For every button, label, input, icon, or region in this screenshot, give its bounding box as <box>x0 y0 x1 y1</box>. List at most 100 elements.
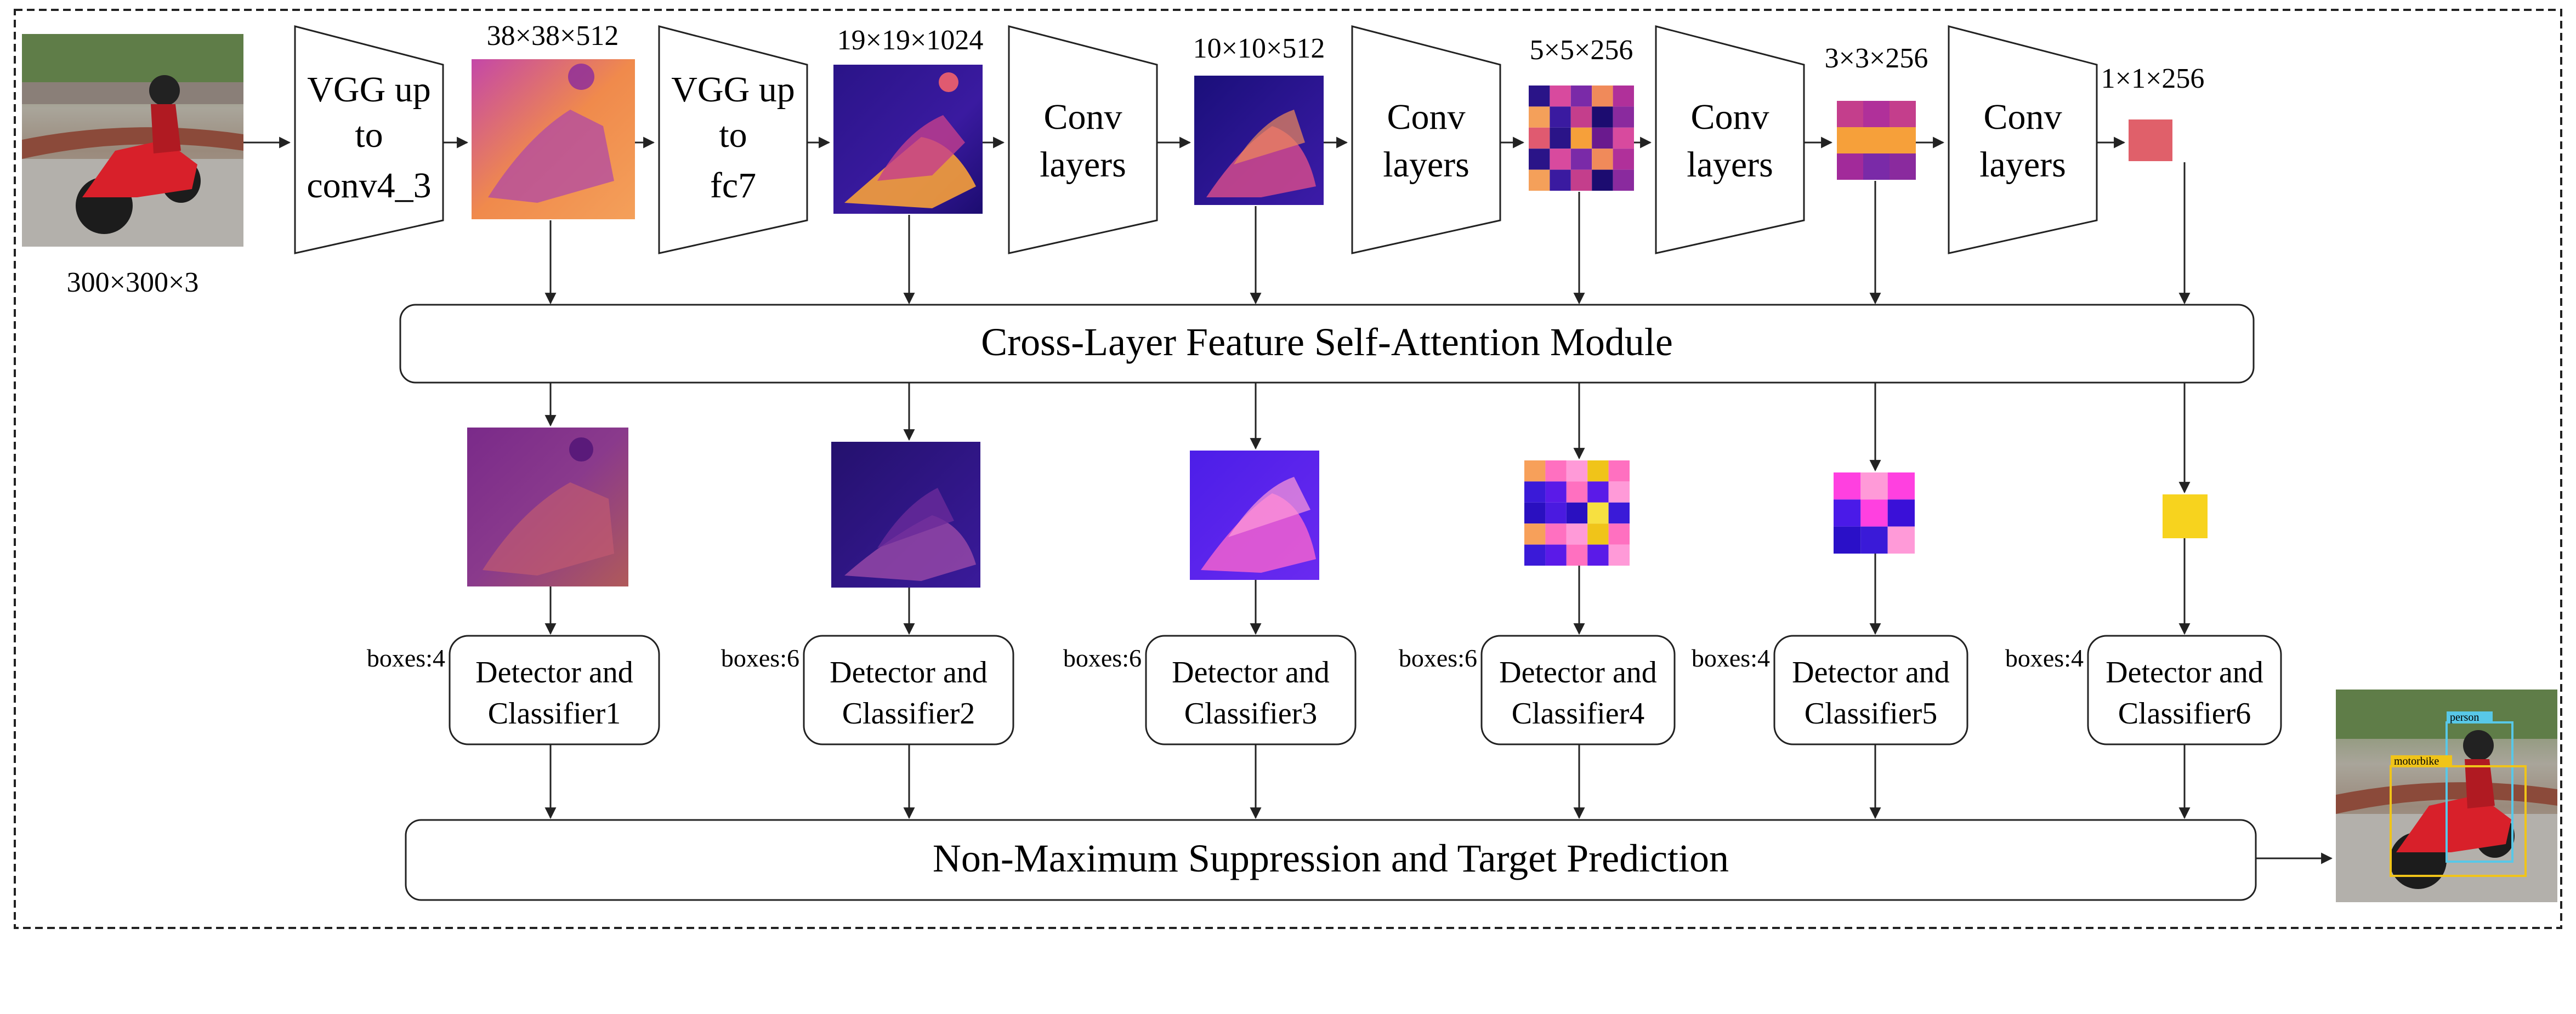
at4-cell <box>1524 460 1546 482</box>
fm4-cell <box>1529 127 1550 149</box>
vgg-fc7-block <box>658 25 808 254</box>
at5-cell <box>1887 472 1915 500</box>
attention-to-map-arrows <box>544 383 2191 494</box>
conv-block-2-line2: layers <box>1383 145 1469 185</box>
conv-block-4-line2: layers <box>1979 145 2066 185</box>
person-tag <box>2447 711 2493 724</box>
vgg-conv4-line1: VGG up <box>307 70 431 110</box>
at4-cell <box>1608 481 1630 503</box>
at4-cell <box>1608 523 1630 545</box>
detector-3-line1: Detector and <box>1172 656 1330 690</box>
attention-module <box>399 304 2255 384</box>
at4-cell <box>1608 460 1630 482</box>
fm4-cell <box>1592 169 1613 191</box>
feature-to-attention-arrows <box>544 162 2191 305</box>
vgg-fc7-line2: to <box>719 115 747 155</box>
fm5-cell <box>1863 127 1890 153</box>
at4-cell <box>1587 481 1609 503</box>
conv-block-4 <box>1948 25 2098 254</box>
at5-cell <box>1887 499 1915 527</box>
detector-5-boxes: boxes:4 <box>1692 644 1770 672</box>
at4-cell <box>1524 544 1546 566</box>
fm4-cell <box>1592 86 1613 107</box>
conv-block-2 <box>1351 25 1501 254</box>
at4-cell <box>1566 523 1588 545</box>
map-to-detector-arrows <box>544 538 2191 635</box>
at4-cell <box>1545 544 1567 566</box>
vgg-conv4-line2: to <box>355 115 383 155</box>
detector-4-boxes: boxes:6 <box>1399 644 1477 672</box>
feature-map-1-dim: 38×38×512 <box>487 20 619 52</box>
at4-cell <box>1545 523 1567 545</box>
attended-map-6 <box>2163 494 2208 538</box>
detector-5-line1: Detector and <box>1792 656 1950 690</box>
fm4-cell <box>1592 127 1613 149</box>
at4-cell <box>1566 481 1588 503</box>
output-image: person motorbike <box>2336 690 2557 902</box>
fm5-cell <box>1837 153 1863 180</box>
fm5-cell <box>1863 101 1890 127</box>
fm5-cell <box>1890 127 1916 153</box>
vgg-fc7-line1: VGG up <box>671 70 795 110</box>
at4-cell <box>1587 502 1609 524</box>
feature-map-1 <box>472 59 635 219</box>
at4-cell <box>1524 481 1546 503</box>
feature-map-5 <box>1837 101 1916 180</box>
detector-box-5 <box>1773 635 1968 745</box>
detector-box-1 <box>449 635 660 745</box>
motorbike-tag-label: motorbike <box>2394 755 2439 767</box>
at4-cell <box>1524 502 1546 524</box>
detector-5-line2: Classifier5 <box>1805 697 1938 731</box>
detector-3-line2: Classifier3 <box>1184 697 1318 731</box>
detector-6-line2: Classifier6 <box>2118 697 2251 731</box>
attention-module-label: Cross-Layer Feature Self-Attention Modul… <box>981 320 1673 364</box>
feature-map-3-dim: 10×10×512 <box>1193 33 1325 64</box>
attended-map-5 <box>1834 472 1915 554</box>
at4-cell <box>1587 460 1609 482</box>
feature-map-2-dim: 19×19×1024 <box>837 25 984 56</box>
feature-map-3 <box>1194 76 1324 205</box>
fm4-cell <box>1550 169 1571 191</box>
fm5-cell <box>1890 101 1916 127</box>
fm5-cell <box>1837 127 1863 153</box>
fm4-cell <box>1570 149 1592 170</box>
nms-label: Non-Maximum Suppression and Target Predi… <box>933 836 1729 880</box>
at4-cell <box>1545 460 1567 482</box>
conv-block-3-line2: layers <box>1687 145 1773 185</box>
attended-map-2 <box>831 442 980 588</box>
vgg-conv4-block <box>294 25 444 254</box>
fm4-cell <box>1529 169 1550 191</box>
conv-block-1-line2: layers <box>1040 145 1126 185</box>
detector-1-line1: Detector and <box>475 656 633 690</box>
detector-1-line2: Classifier1 <box>488 697 621 731</box>
at4-cell <box>1566 502 1588 524</box>
fm5-cell <box>1890 153 1916 180</box>
at4-cell <box>1608 502 1630 524</box>
conv-block-3 <box>1655 25 1805 254</box>
at4-cell <box>1524 523 1546 545</box>
detector-box-3 <box>1145 635 1357 745</box>
conv-block-3-line1: Conv <box>1690 97 1769 137</box>
detector-2-boxes: boxes:6 <box>721 644 799 672</box>
vgg-conv4-line3: conv4_3 <box>307 166 431 206</box>
detector-2-line1: Detector and <box>830 656 988 690</box>
at4-cell <box>1545 481 1567 503</box>
fm4-cell <box>1529 106 1550 128</box>
fm4-cell <box>1613 149 1634 170</box>
fm4-cell <box>1613 106 1634 128</box>
fm4-cell <box>1592 106 1613 128</box>
fm4-cell <box>1570 86 1592 107</box>
fm4-cell <box>1550 86 1571 107</box>
detector-1-boxes: boxes:4 <box>367 644 445 672</box>
conv-block-1-line1: Conv <box>1043 97 1122 137</box>
input-image <box>22 34 243 247</box>
feature-map-2 <box>833 65 983 214</box>
at5-cell <box>1834 499 1861 527</box>
fm4-cell <box>1570 106 1592 128</box>
motorbike-tag <box>2391 755 2452 767</box>
feature-map-6 <box>2129 119 2172 161</box>
at5-cell <box>1887 526 1915 554</box>
detector-6-line1: Detector and <box>2106 656 2263 690</box>
